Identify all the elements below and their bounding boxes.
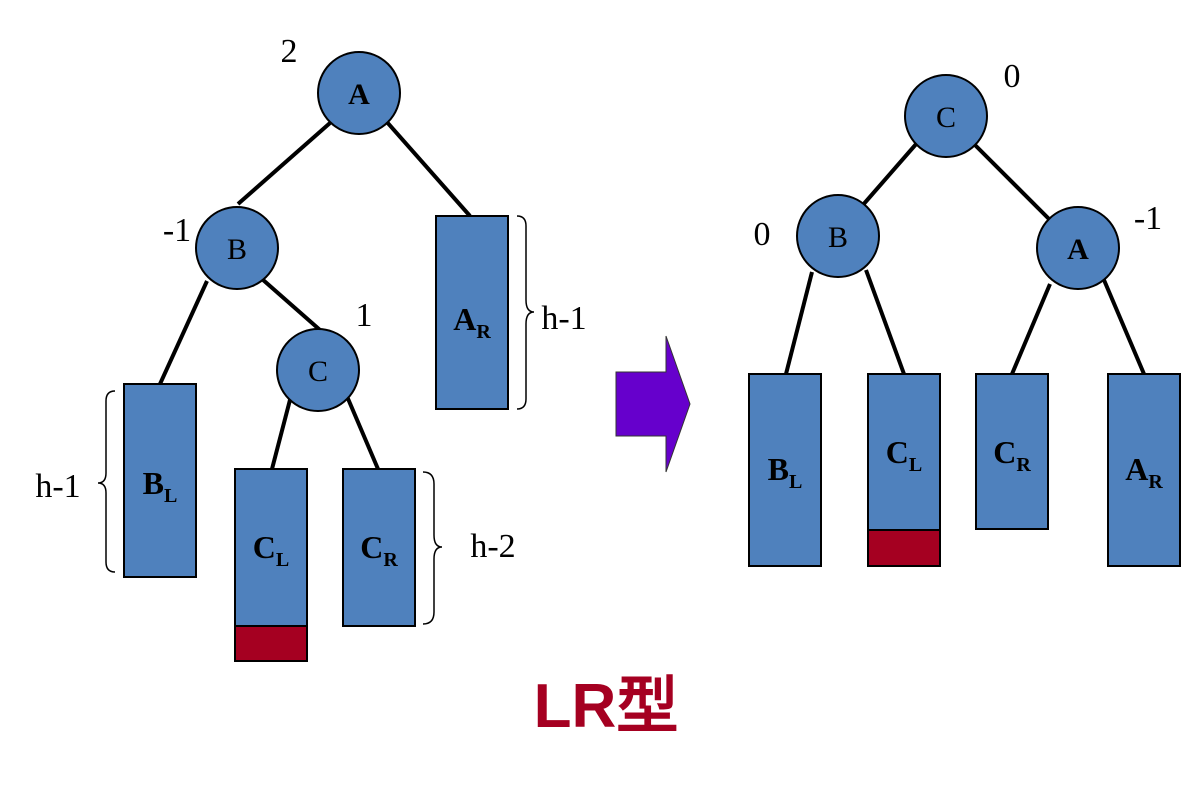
after-node-b: B — [796, 194, 880, 278]
after-balance-a: -1 — [1134, 200, 1162, 237]
subtree-ar-box — [435, 215, 509, 410]
right-arrow-icon — [615, 335, 691, 473]
after-subtree-bl-box — [748, 373, 822, 567]
after-node-b-name: B — [828, 221, 848, 254]
subtree-cr-box — [342, 468, 416, 627]
before-balance-b: -1 — [163, 212, 191, 249]
before-node-a: A — [317, 51, 401, 135]
after-balance-b: 0 — [754, 216, 771, 253]
rotation-type-caption: LR型 — [534, 672, 679, 741]
edge-c-cr — [344, 393, 380, 470]
after-subtree-ar-box — [1107, 373, 1181, 567]
after-subtree-cl-label: CL — [886, 434, 922, 476]
subtree-bl-label: BL — [143, 465, 178, 507]
edge-b-bl-after — [784, 271, 814, 375]
edge-a-b — [236, 121, 332, 206]
before-node-c: C — [276, 328, 360, 412]
after-subtree-cr-label: CR — [993, 434, 1031, 476]
edge-c-cl — [270, 395, 293, 470]
subtree-ar-label: AR — [453, 301, 491, 343]
edge-b-cl-after — [864, 269, 906, 375]
before-node-c-name: C — [308, 355, 328, 388]
edge-a-ar-after — [1102, 279, 1146, 375]
brace-cr — [422, 471, 443, 625]
edge-b-bl — [158, 280, 209, 385]
before-node-b: B — [195, 206, 279, 290]
before-balance-c: 1 — [356, 297, 373, 334]
after-node-c: C — [904, 74, 988, 158]
subtree-cl-extra-level — [234, 625, 308, 662]
after-node-a: A — [1036, 206, 1120, 290]
edge-c-b — [860, 141, 919, 208]
before-balance-a: 2 — [281, 33, 298, 70]
before-node-a-name: A — [348, 78, 370, 111]
after-subtree-ar-label: AR — [1125, 451, 1163, 493]
before-node-b-name: B — [227, 233, 247, 266]
after-node-a-name: A — [1067, 233, 1089, 266]
subtree-cl-label: CL — [253, 529, 289, 571]
after-balance-c: 0 — [1004, 58, 1021, 95]
edge-a-ar — [384, 119, 472, 218]
height-bl-label: h-1 — [35, 468, 80, 505]
subtree-bl-box — [123, 383, 197, 578]
edge-c-a — [971, 141, 1054, 224]
subtree-cr-label: CR — [360, 529, 398, 571]
before-tree: BL CL CR AR A B C 2 -1 1 h-1 h-1 h-2 — [35, 33, 587, 662]
after-tree: BL CL CR AR C B A 0 0 -1 — [748, 58, 1181, 567]
after-subtree-cr-box — [975, 373, 1049, 530]
brace-bl — [97, 390, 116, 573]
edge-a-cr-after — [1010, 283, 1052, 375]
after-subtree-cl-extra-level — [867, 529, 941, 567]
height-ar-label: h-1 — [541, 300, 586, 337]
after-subtree-bl-label: BL — [768, 451, 803, 493]
brace-ar — [516, 215, 535, 410]
edge-b-c — [260, 277, 322, 332]
after-node-c-name: C — [936, 101, 956, 134]
height-cr-label: h-2 — [470, 528, 515, 565]
